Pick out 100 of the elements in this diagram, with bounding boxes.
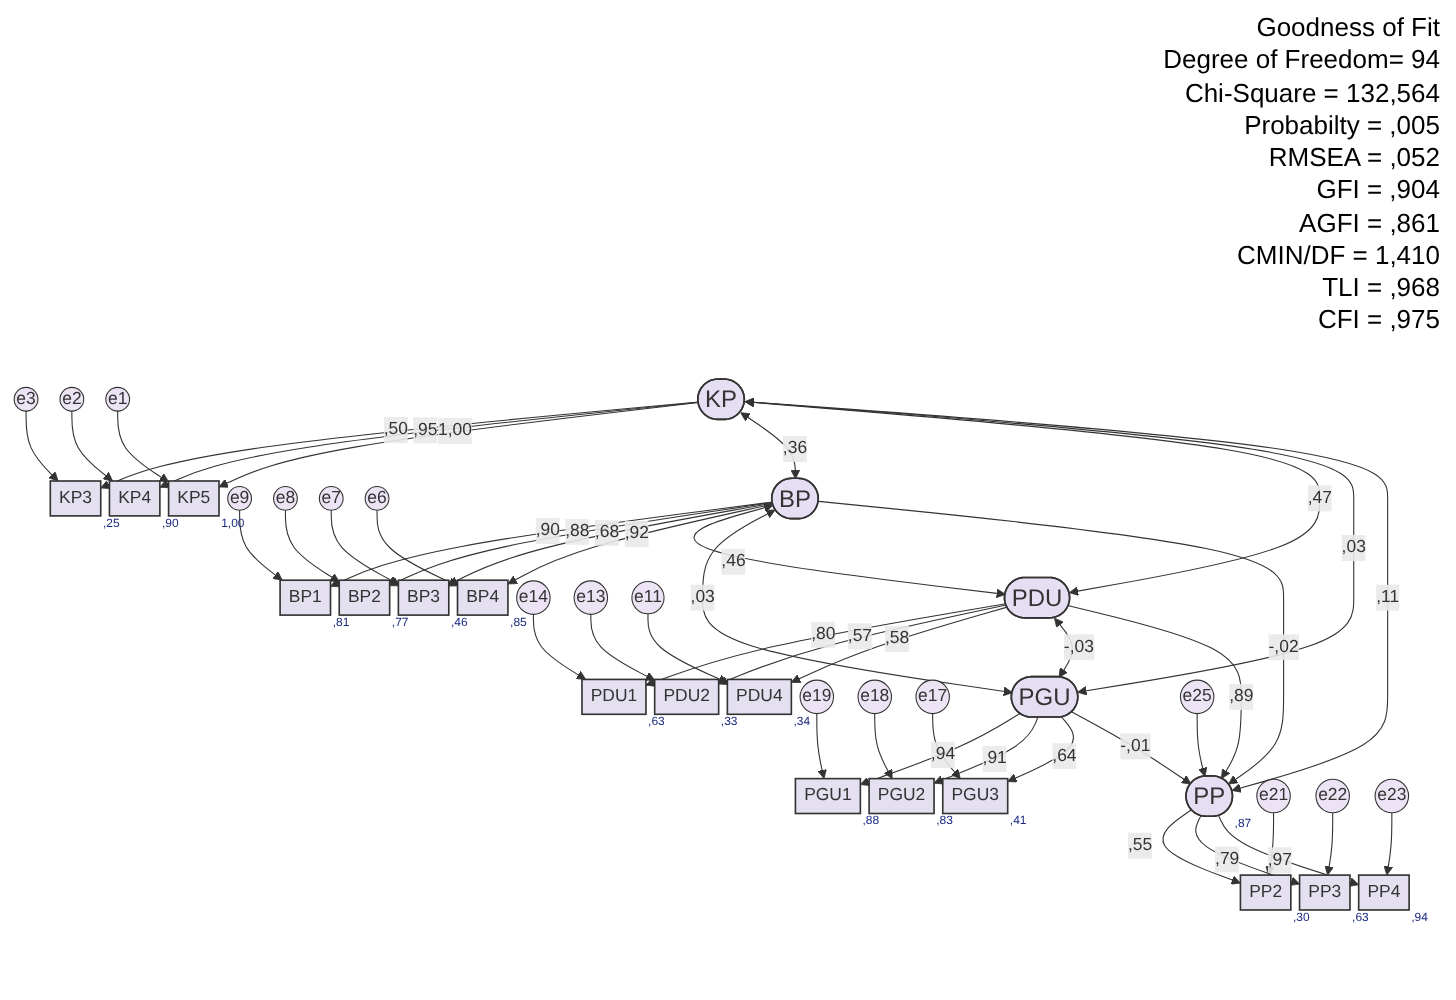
edge-label: 1,00 (437, 422, 472, 441)
arrow (25, 411, 59, 483)
arrow (117, 411, 169, 484)
fit-statistic: Degree of Freedom= 94 (1161, 44, 1440, 77)
node-box: BP1 (279, 580, 332, 617)
arrow (330, 510, 399, 586)
arrow (1162, 810, 1241, 886)
node-box: PDU4 (726, 679, 793, 717)
node-circle: e25 (1179, 680, 1215, 716)
arrow (507, 504, 774, 586)
node-box: PDU1 (581, 679, 647, 717)
edge-label: -,03 (1063, 638, 1094, 657)
edge-label: ,97 (1267, 851, 1292, 870)
node-circle: e17 (915, 680, 950, 716)
node-circle: e14 (516, 581, 551, 616)
arrow (933, 717, 1039, 786)
node-circle: e22 (1315, 779, 1350, 815)
node-circle: e2 (59, 387, 85, 413)
fit-statistic: TLI = ,968 (1320, 272, 1440, 305)
arrow (816, 713, 827, 780)
fit-statistic: GFI = ,904 (1314, 174, 1440, 207)
node-circle: e7 (318, 486, 344, 512)
arrow (744, 398, 1355, 697)
edge-label: -,01 (1120, 737, 1151, 757)
node-box: PP2 (1239, 875, 1292, 912)
node-circle: e13 (573, 581, 609, 616)
edge-label: ,55 (1128, 836, 1153, 856)
arrow (1196, 713, 1208, 778)
node-box: PP4 (1357, 875, 1410, 912)
arrow (693, 504, 1006, 599)
edge-label: ,47 (1307, 489, 1332, 509)
node-box: PDU2 (653, 679, 720, 717)
edge-label: ,88 (565, 522, 590, 542)
arrow (702, 510, 1013, 698)
edge-label: ,90 (535, 522, 560, 541)
node-circle: e23 (1374, 779, 1410, 815)
arrow (1054, 618, 1073, 679)
edge-label: ,80 (811, 625, 836, 645)
arrow (532, 614, 587, 681)
node-circle: e9 (227, 486, 253, 512)
node-circle: e18 (857, 680, 893, 716)
edge-label: ,94 (930, 746, 956, 765)
node-circle: e21 (1256, 779, 1291, 815)
edge-label: ,11 (1376, 588, 1400, 608)
edge-label: ,91 (982, 750, 1007, 769)
edge-label: ,36 (782, 439, 808, 459)
arrow (818, 501, 1285, 786)
node-box: PGU3 (941, 778, 1009, 816)
arrow (284, 510, 340, 584)
edge-label: ,68 (594, 523, 620, 543)
node-box: PP3 (1298, 875, 1351, 912)
node-circle: e8 (273, 486, 298, 512)
node-box: PGU2 (868, 778, 935, 816)
arrow (71, 411, 113, 483)
node-box: KP3 (49, 481, 102, 518)
edge-label: ,95 (413, 421, 438, 441)
node-box: KP5 (167, 481, 220, 518)
node-circle: e19 (799, 680, 835, 716)
arrow (874, 713, 893, 780)
edge-label: ,89 (1229, 687, 1254, 707)
edge-label: ,79 (1215, 850, 1240, 870)
node-box: PGU1 (794, 778, 862, 816)
edge-label: ,50 (383, 421, 409, 440)
arrow (590, 614, 656, 682)
node-circle: e6 (364, 486, 390, 512)
fit-statistic: CFI = ,975 (1315, 304, 1440, 337)
arrow (647, 614, 728, 685)
arrow (1068, 606, 1242, 780)
arrow (1007, 717, 1074, 784)
fit-statistic: Probabilty = ,005 (1242, 109, 1440, 142)
edge-label: ,03 (1341, 539, 1366, 558)
arrow (1071, 712, 1192, 786)
fit-statistic: RMSEA = ,052 (1266, 142, 1440, 175)
fit-statistic: AGFI = ,861 (1297, 207, 1440, 240)
node-circle: e11 (631, 581, 665, 616)
node-box: BP2 (338, 580, 391, 617)
arrow (448, 503, 774, 587)
node-circle: e3 (13, 387, 39, 413)
edge-label: ,58 (884, 630, 910, 649)
arrow (1383, 813, 1394, 877)
node-box: KP4 (108, 481, 161, 518)
node-circle: e1 (105, 387, 131, 413)
edge-label: ,57 (847, 627, 873, 646)
edge-label: ,03 (690, 588, 715, 608)
arrow (1324, 813, 1334, 877)
fit-statistic: Goodness of Fit (1254, 12, 1440, 45)
edge-label: ,46 (721, 552, 746, 572)
node-box: BP3 (397, 580, 450, 617)
edge-label: ,64 (1052, 747, 1077, 766)
node-box: BP4 (456, 580, 509, 617)
arrow (740, 413, 801, 481)
arrow (790, 607, 1008, 684)
arrow (645, 604, 1007, 688)
fit-statistic: CMIN/DF = 1,410 (1234, 239, 1440, 272)
edge-label: ,92 (624, 525, 649, 544)
arrow (239, 510, 283, 582)
fit-statistic: Chi-Square = 132,564 (1182, 77, 1440, 110)
edge-label: -,02 (1268, 638, 1299, 657)
arrow (376, 510, 458, 588)
arrow (718, 605, 1007, 686)
